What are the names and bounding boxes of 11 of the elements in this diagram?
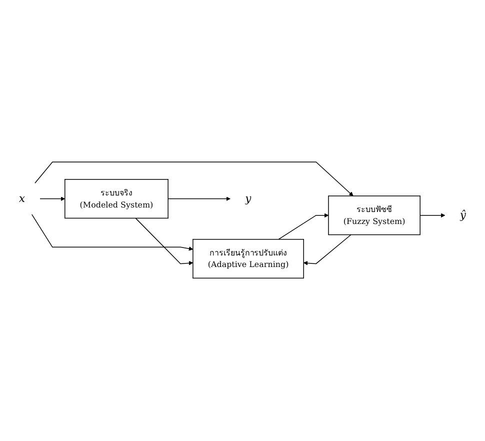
- arrow: [40, 197, 66, 202]
- node-text: ŷ: [460, 210, 466, 222]
- arrow: [135, 218, 194, 266]
- arrow: [31, 214, 194, 252]
- arrow: [420, 214, 446, 218]
- arrow: [303, 234, 352, 266]
- arrow: [34, 162, 354, 197]
- node-text: x: [18, 193, 26, 206]
- node-text: y: [245, 193, 252, 206]
- arrow: [278, 214, 329, 240]
- arrow: [168, 197, 230, 202]
